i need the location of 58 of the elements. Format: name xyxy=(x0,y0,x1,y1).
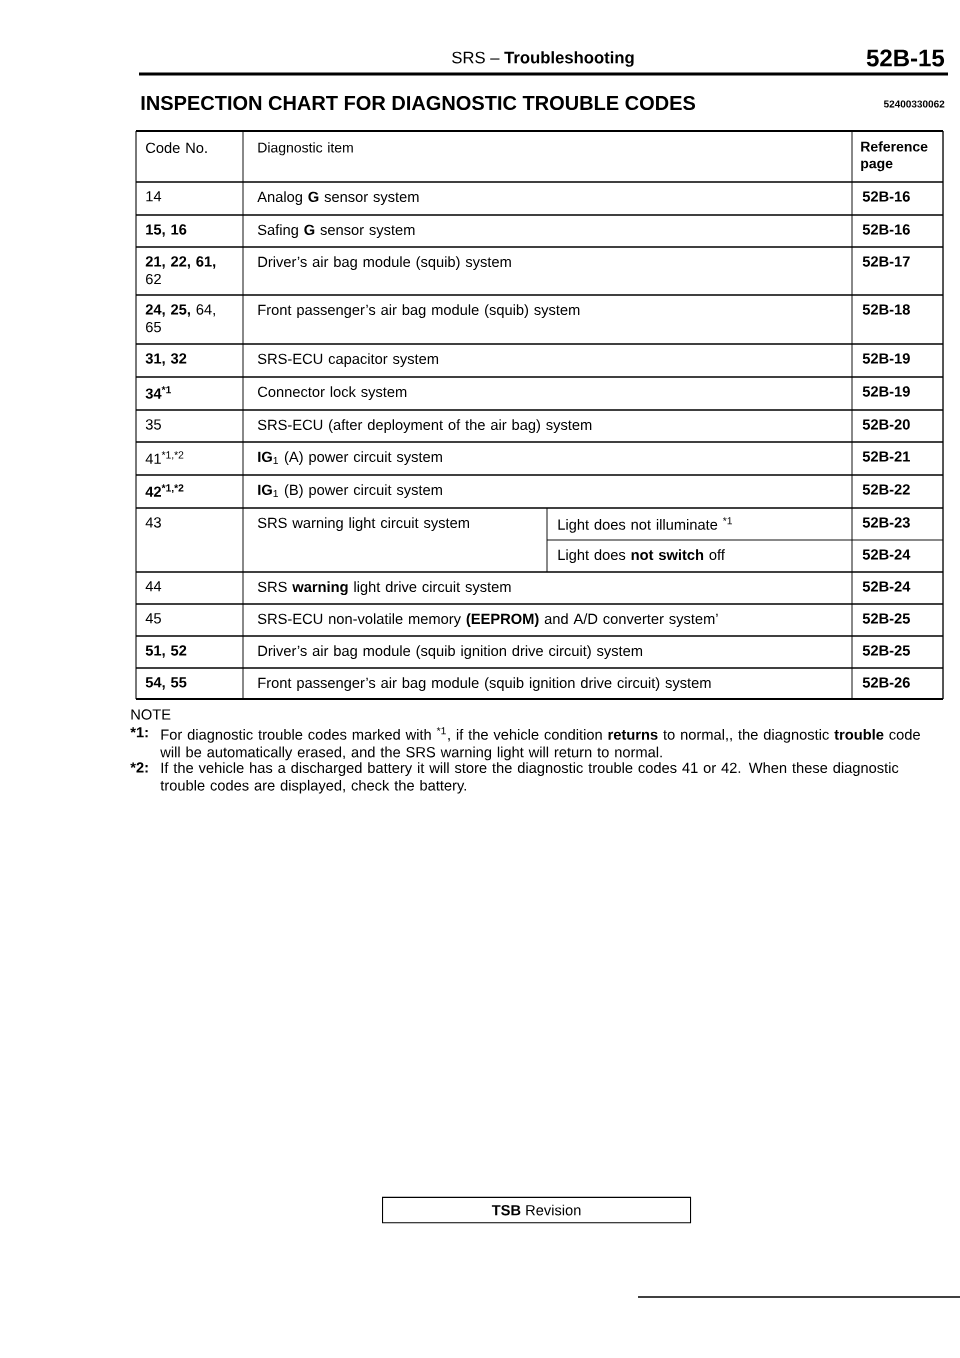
table-cell: 52B-22 xyxy=(862,484,910,495)
note-text: For diagnostic trouble codes marked with $^{*1}$, if the vehicle condition returns to normal,, the diagnostic trouble code will be automatically erased, and the SRS warning light will return to normal. xyxy=(160,727,920,761)
table-cell: 35 xyxy=(145,419,161,430)
table-cell: 44 xyxy=(145,581,162,592)
document-number: 52400330062 xyxy=(883,100,945,108)
table-cell: IG$_{1}$ (A) power circuit system xyxy=(258,451,442,465)
table-cell: 34$^{*1}$ xyxy=(145,386,171,399)
table-cell: 52B-23 xyxy=(862,517,910,528)
table-cell: 52B-24 xyxy=(862,549,911,560)
table-cell: 42$^{*1,*2}$ xyxy=(145,484,184,497)
table-cell: 52B-17 xyxy=(862,256,910,267)
note-marker: *2: xyxy=(130,762,148,773)
table-cell: 52B-19 xyxy=(862,386,910,397)
table-cell: 52B-16 xyxy=(862,191,910,202)
table-cell: 21, 22, 61, 62 xyxy=(145,256,216,285)
table-cell: Light does not illuminate $^{*1}$ xyxy=(558,517,732,533)
column-header: Diagnostic item xyxy=(258,142,353,156)
table-cell: 52B-24 xyxy=(862,581,911,592)
table-cell: 51, 52 xyxy=(145,645,187,658)
table-cell: 45 xyxy=(145,613,161,624)
table-cell: 14 xyxy=(146,191,162,202)
table-cell: Safing G sensor system xyxy=(257,224,415,238)
table-cell: 52B-25 xyxy=(862,645,910,656)
column-header: Reference page xyxy=(861,141,928,172)
table-cell: Front passenger’s air bag module (squib) system xyxy=(258,304,580,318)
table-cell: 52B-19 xyxy=(862,353,910,364)
table-cell: SRS warning light circuit system xyxy=(257,517,469,531)
table-cell: Light does not switch off xyxy=(558,549,725,563)
table-cell: 52B-20 xyxy=(862,419,910,430)
table-cell: SRS-ECU non-volatile memory (EEPROM) and A/D converter system’ xyxy=(257,613,718,627)
table-cell: Analog G sensor system xyxy=(257,191,419,205)
page-number: 52B-15 xyxy=(866,49,945,67)
column-header: Code No. xyxy=(146,142,207,154)
note-text: If the vehicle has a discharged battery it will store the diagnostic trouble codes 41 or 42. When these diagnostic trouble codes are displayed, check the battery. xyxy=(160,762,899,794)
note-heading: NOTE xyxy=(131,709,171,720)
table-cell: SRS-ECU (after deployment of the air bag) system xyxy=(257,419,592,433)
table-cell: Driver’s air bag module (squib) system xyxy=(258,256,511,270)
table-cell: 52B-16 xyxy=(862,224,910,235)
table-cell: 54, 55 xyxy=(145,677,187,690)
table-cell: 52B-26 xyxy=(862,677,910,688)
table-cell: Connector lock system xyxy=(258,386,407,400)
table-cell: SRS-ECU capacitor system xyxy=(257,353,438,367)
table-cell: 52B-18 xyxy=(862,304,910,315)
table-cell: 43 xyxy=(145,517,161,528)
table-cell: 52B-21 xyxy=(862,451,910,462)
table-cell: Front passenger’s air bag module (squib ignition drive circuit) system xyxy=(258,677,711,691)
table-cell: 24, 25, 64, 65 xyxy=(145,304,215,333)
table-cell: 15, 16 xyxy=(146,224,187,237)
revision-box: TSB Revision xyxy=(382,1196,692,1224)
title: INSPECTION CHART FOR DIAGNOSTIC TROUBLE CODES xyxy=(141,95,696,111)
table-cell: 41$^{*1,*2}$ xyxy=(145,451,184,464)
table-cell: Driver’s air bag module (squib ignition drive circuit) system xyxy=(258,645,643,659)
note-marker: *1: xyxy=(130,727,148,738)
table-cell: 31, 32 xyxy=(145,353,187,366)
table-cell: IG$_{1}$ (B) power circuit system xyxy=(258,484,442,498)
table-cell: SRS warning light drive circuit system xyxy=(257,581,511,595)
running-header: SRS – Troubleshooting xyxy=(452,51,634,67)
table-cell: 52B-25 xyxy=(862,613,910,624)
